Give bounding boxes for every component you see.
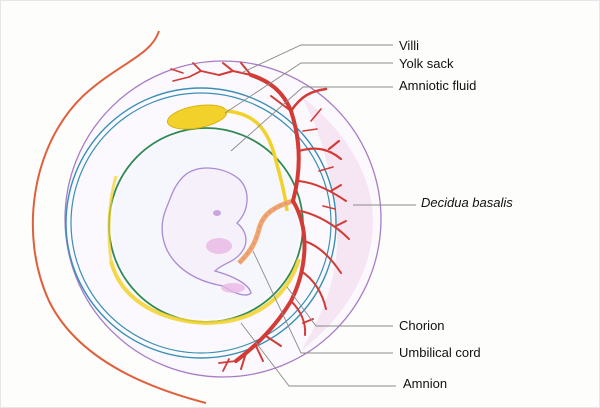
leader-yolk-sack [224, 62, 393, 114]
chorion-ring-outer [65, 87, 337, 359]
embryo-limb-bud [206, 238, 232, 254]
label-umbilical-cord: Umbilical cord [399, 345, 481, 360]
villi-vessels [170, 62, 350, 372]
decidua-basalis-region [301, 96, 373, 351]
leader-villi [240, 44, 393, 74]
label-decidua-basalis: Decidua basalis [421, 195, 513, 210]
leader-lines [224, 44, 416, 387]
leader-amnion [240, 322, 396, 387]
yolk-stalk [224, 109, 289, 212]
amnion-yellow-band [109, 258, 301, 326]
embryo-limb-bud-lower [221, 283, 245, 293]
leader-umbilical-cord [252, 250, 393, 354]
label-yolk-sack: Yolk sack [399, 56, 454, 71]
uterine-wall-curve [31, 30, 207, 404]
umbilical-cord-inner [238, 200, 294, 264]
amnion-yellow-band-left [107, 175, 118, 262]
label-amnion: Amnion [403, 376, 448, 391]
label-villi: Villi [399, 38, 419, 53]
embryo [161, 167, 252, 296]
embryo-eye [213, 210, 221, 216]
chorion-ring-inner [70, 92, 332, 354]
leader-amniotic-fluid [230, 86, 393, 152]
label-amniotic-fluid: Amniotic fluid [399, 78, 477, 93]
leader-chorion [286, 286, 393, 327]
label-chorion: Chorion [399, 318, 445, 333]
